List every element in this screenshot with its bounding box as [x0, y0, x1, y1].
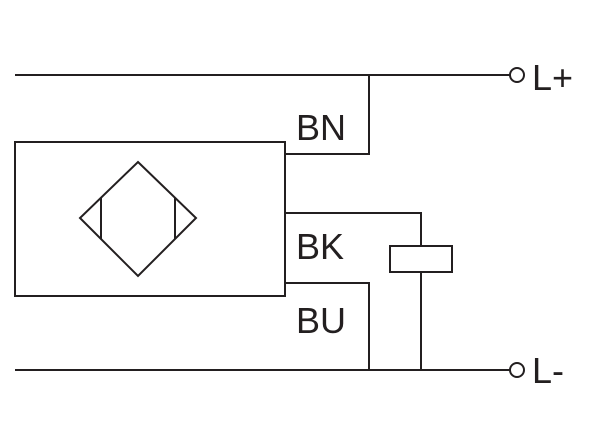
brown-wire-label: BN — [296, 107, 346, 148]
black-wire-label: BK — [296, 226, 344, 267]
negative-terminal-label: L- — [532, 350, 564, 391]
blue-wire-label: BU — [296, 300, 346, 341]
blue-wire — [285, 282, 370, 370]
load-resistor-icon — [389, 245, 453, 273]
positive-terminal-icon — [509, 67, 525, 83]
positive-terminal-label: L+ — [532, 57, 573, 98]
inductive-sensor-diamond-icon — [78, 160, 198, 278]
brown-wire — [285, 75, 370, 155]
sensor-body — [14, 141, 286, 297]
black-wire — [285, 212, 422, 246]
negative-terminal-icon — [509, 362, 525, 378]
